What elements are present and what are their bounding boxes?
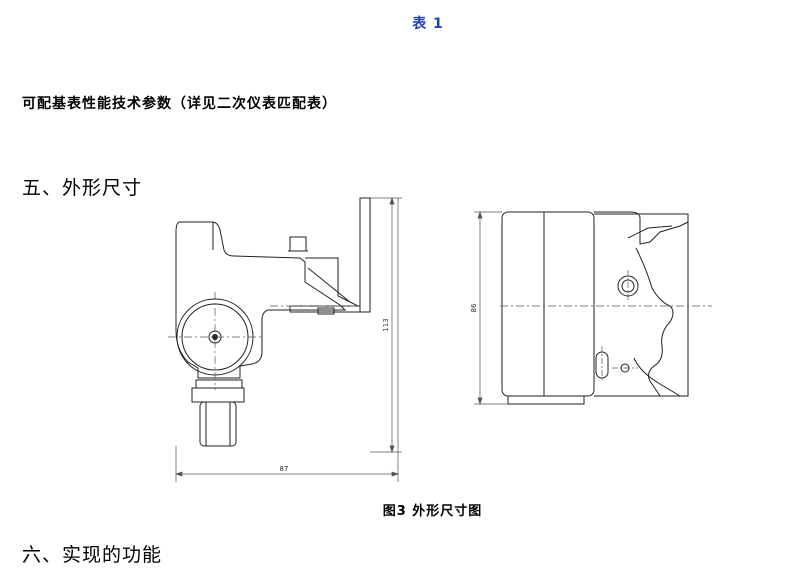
dim-width-label: 87	[280, 465, 289, 473]
parameter-note: 可配基表性能技术参数（详见二次仪表匹配表）	[22, 96, 337, 112]
figure-caption: 图3 外形尺寸图	[382, 504, 483, 519]
dim-height-front-label: 113	[382, 318, 390, 331]
section-title-dimensions: 五、外形尺寸	[22, 177, 143, 199]
section-title-functions: 六、实现的功能	[22, 544, 163, 566]
side-dimensions	[474, 210, 712, 406]
front-dimensions	[168, 196, 402, 482]
dim-height-side-label: 86	[470, 303, 478, 312]
table-caption: 表 1	[412, 16, 444, 32]
front-view	[175, 197, 371, 447]
side-view	[501, 211, 689, 405]
